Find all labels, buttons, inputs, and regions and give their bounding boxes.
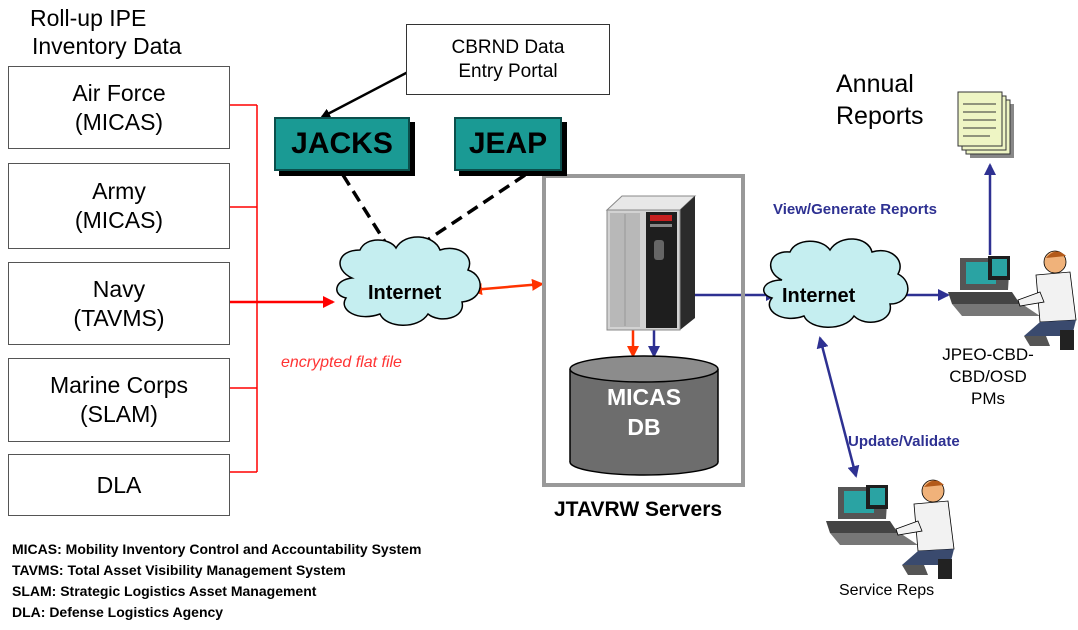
server-tower-icon (605, 195, 697, 331)
legend-micas: MICAS: Mobility Inventory Control and Ac… (12, 541, 422, 557)
pm-label-line3: PMs (971, 389, 1005, 408)
encrypted-flat-file-label: encrypted flat file (281, 354, 402, 371)
jacks-box: JACKS (274, 117, 410, 171)
pm-label-line2: CBD/OSD (949, 367, 1027, 386)
annual-reports-line1: Annual (836, 70, 914, 98)
internet-reps-arrow (816, 336, 860, 478)
source-name: DLA (96, 471, 142, 498)
internet-cloud-right (762, 238, 909, 328)
source-box-marine-corps: Marine Corps(SLAM) (8, 358, 230, 442)
rollup-title-line2: Inventory Data (32, 33, 182, 59)
source-system: (MICAS) (74, 108, 164, 135)
source-name: Army (92, 178, 146, 205)
internet-left-label: Internet (368, 282, 442, 304)
source-system: (SLAM) (80, 401, 158, 427)
source-box-navy: Navy(TAVMS) (8, 262, 230, 345)
portal-line2: Entry Portal (458, 60, 558, 82)
portal-to-jacks-arrow (320, 70, 409, 119)
legend-tavms: TAVMS: Total Asset Visibility Management… (12, 562, 346, 578)
jtavrw-servers-label: JTAVRW Servers (554, 498, 723, 521)
source-system: (TAVMS) (73, 304, 165, 331)
db-label-line1: MICAS (606, 384, 682, 410)
pm-workstation-icon (948, 250, 1077, 350)
rollup-title-line1: Roll-up IPE (30, 5, 147, 31)
source-system: (MICAS) (74, 207, 164, 233)
server-group-box (542, 174, 745, 487)
view-generate-reports-label: View/Generate Reports (773, 201, 937, 218)
legend-slam: SLAM: Strategic Logistics Asset Manageme… (12, 583, 317, 599)
jeap-to-internet-arrow (418, 173, 526, 247)
source-bracket (230, 104, 258, 473)
source-name: Navy (92, 275, 146, 302)
source-box-dla: DLA (8, 454, 230, 516)
service-rep-workstation-icon (826, 479, 955, 579)
service-reps-label: Service Reps (839, 582, 935, 599)
internet-cloud-left (336, 236, 481, 326)
db-label-line2: DB (627, 414, 661, 440)
source-name: Air Force (72, 79, 166, 106)
annual-reports-line2: Reports (836, 102, 924, 130)
legend-dla: DLA: Defense Logistics Agency (12, 604, 224, 620)
jeap-box: JEAP (454, 117, 562, 171)
pm-label-line1: JPEO-CBD- (942, 345, 1034, 364)
source-name: Marine Corps (49, 372, 189, 399)
source-box-air-force: Air Force(MICAS) (8, 66, 230, 149)
internet-server-arrow (470, 278, 544, 296)
micas-db-icon (569, 355, 719, 476)
source-box-army: Army(MICAS) (8, 163, 230, 249)
reports-document-icon (957, 91, 1014, 158)
update-validate-label: Update/Validate (848, 433, 960, 450)
portal-line1: CBRND Data (451, 36, 565, 58)
internet-right-label: Internet (782, 285, 856, 307)
